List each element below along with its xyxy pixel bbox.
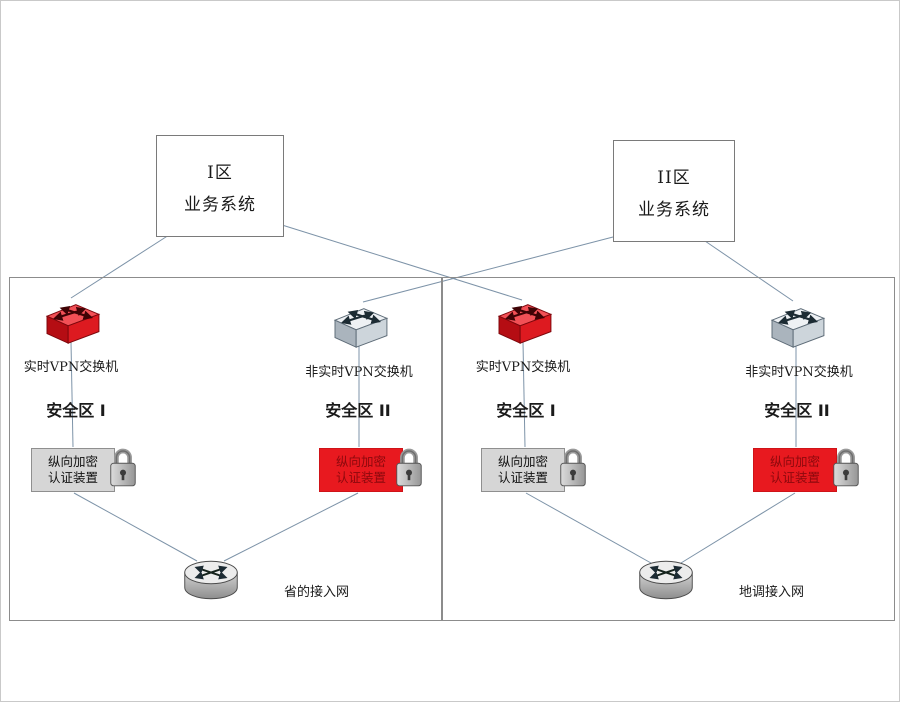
router-icon: [181, 553, 241, 607]
encryptor-label-line1: 纵向加密: [47, 453, 98, 469]
lock-icon: [830, 443, 862, 491]
nonrealtime-switch-label: 非实时VPN交换机: [745, 365, 853, 380]
realtime-switch-label: 实时VPN交换机: [475, 360, 571, 375]
encryption-auth-device-box: 纵向加密 认证装置: [481, 448, 565, 492]
encryptor-label-line1: 纵向加密: [769, 453, 820, 469]
access-network-label: 省的接入网: [284, 585, 350, 600]
district-network-panel: [442, 277, 895, 621]
realtime-switch-label: 实时VPN交换机: [23, 360, 119, 375]
zone2-box-line2: 业务系统: [638, 199, 710, 220]
lock-icon: [107, 443, 139, 491]
zone2-business-system-node: II区 业务系统: [613, 140, 735, 242]
zone2-box-line1: II区: [657, 167, 691, 188]
encryptor-label-line2: 认证装置: [47, 470, 98, 485]
encryptor-label-line1: 纵向加密: [335, 453, 386, 469]
zone1-box-line2: 业务系统: [184, 194, 256, 215]
lock-icon: [393, 443, 425, 491]
realtime-vpn-switch-icon: [41, 297, 103, 347]
encryptor-label-line2: 认证装置: [769, 470, 820, 485]
provincial-network-panel: [9, 277, 442, 621]
access-network-label: 地调接入网: [739, 585, 805, 600]
encryptor-label-line1: 纵向加密: [497, 453, 548, 469]
realtime-vpn-switch-icon: [493, 297, 555, 347]
encryption-auth-device-box-red: 纵向加密 认证装置: [753, 448, 837, 492]
encryption-auth-device-box-red: 纵向加密 认证装置: [319, 448, 403, 492]
zone1-box-line1: I区: [207, 162, 233, 183]
nonrealtime-switch-label: 非实时VPN交换机: [305, 365, 413, 380]
encryptor-label-line2: 认证装置: [335, 470, 386, 485]
security-zone2-label: 安全区 II: [764, 401, 830, 420]
encryptor-label-line2: 认证装置: [497, 470, 548, 485]
nonrealtime-vpn-switch-icon: [329, 301, 391, 351]
router-icon: [636, 553, 696, 607]
lock-icon: [557, 443, 589, 491]
encryption-auth-device-box: 纵向加密 认证装置: [31, 448, 115, 492]
security-zone1-label: 安全区 I: [496, 401, 556, 420]
zone1-business-system-node: I区 业务系统: [156, 135, 284, 237]
security-zone2-label: 安全区 II: [325, 401, 391, 420]
nonrealtime-vpn-switch-icon: [766, 301, 828, 351]
security-zone1-label: 安全区 I: [46, 401, 106, 420]
